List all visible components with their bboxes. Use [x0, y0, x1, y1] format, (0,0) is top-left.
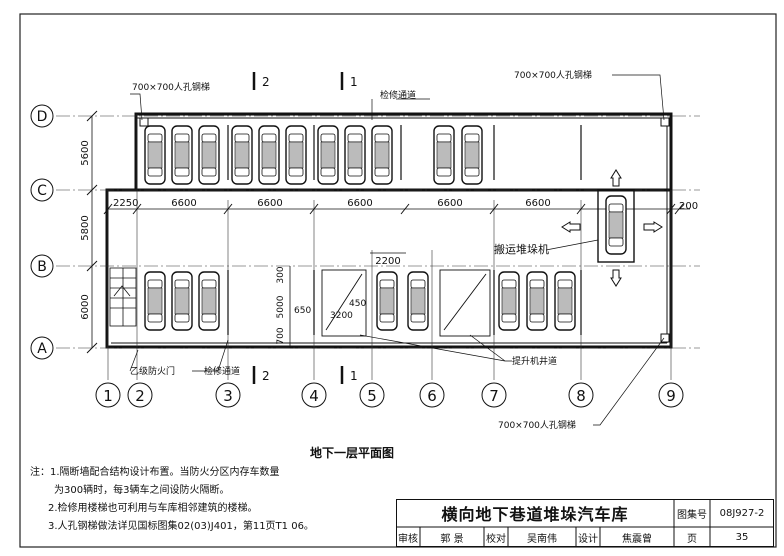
section-label: 2 [262, 369, 270, 383]
row-label: B [37, 259, 47, 275]
partition-walls [227, 125, 582, 335]
stair [109, 267, 137, 327]
dim-text: 2250 [113, 198, 138, 209]
note-line: 3.人孔钢梯做法详见国标图集02(03)J401，第11页T1 06。 [48, 521, 314, 532]
row-label: C [37, 183, 47, 199]
dim-text: 3200 [330, 311, 353, 321]
label-ladder: 700×700人孔钢梯 [132, 81, 210, 93]
dim-text: 200 [679, 201, 698, 212]
dim-text: 6600 [437, 198, 462, 209]
row-label: D [37, 109, 48, 125]
label-stacker: 搬运堆垛机 [494, 242, 549, 256]
page-number: 35 [735, 531, 749, 543]
row-label: A [37, 341, 47, 357]
label-ladder: 700×700人孔钢梯 [514, 69, 592, 81]
lift-shafts [321, 269, 491, 337]
dim-text: 5000 [276, 295, 286, 318]
horizontal-dimensions: 2250 6600 6600 6600 6600 6600 200 [103, 198, 698, 215]
checker-name: 吴南伟 [527, 533, 557, 545]
dim-text: 300 [276, 266, 286, 283]
grid-axis-lines [56, 115, 700, 349]
design-label: 设计 [578, 533, 598, 545]
row-bubble-b [30, 254, 54, 278]
manhole-ladders [139, 117, 670, 343]
dim-text: 6600 [257, 198, 282, 209]
label-ladder: 700×700人孔钢梯 [498, 419, 576, 431]
dim-text: 5800 [80, 215, 91, 240]
col-label: 5 [367, 387, 377, 405]
drawing-title: 地下一层平面图 [310, 446, 395, 460]
atlas-number: 08J927-2 [719, 507, 765, 519]
col-axis-labels: 1 2 3 4 5 6 7 8 9 [103, 387, 676, 405]
arrow-down-icon [610, 269, 622, 287]
arrow-left-icon [561, 221, 581, 233]
check-label: 校对 [486, 533, 506, 545]
label-lift-shaft: 提升机井道 [512, 355, 557, 367]
col-label: 2 [135, 387, 145, 405]
designer-name: 焦震曾 [622, 533, 652, 545]
note-line: 为300辆时，每3辆车之间设防火隔断。 [54, 485, 230, 496]
section-label: 1 [350, 75, 358, 89]
vertical-dimensions: 5600 5800 6000 [80, 110, 98, 354]
label-fire-door: 乙级防火门 [130, 365, 175, 377]
col-label: 1 [103, 387, 113, 405]
dim-text: 6600 [347, 198, 372, 209]
title-block-title: 横向地下巷道堆垛汽车库 [441, 505, 629, 524]
atlas-label: 图集号 [677, 509, 707, 521]
row-bubble-a [30, 336, 54, 360]
col-label: 7 [489, 387, 499, 405]
col-label: 4 [309, 387, 319, 405]
dim-text: 700 [276, 327, 286, 344]
page-label: 页 [687, 533, 697, 545]
col-label: 6 [427, 387, 437, 405]
section-marks [252, 72, 344, 384]
sheet-border [19, 13, 777, 548]
inner-dimensions: 2200 300 5000 700 650 450 3200 [276, 252, 406, 348]
section-label: 2 [262, 75, 270, 89]
dim-text: 6000 [80, 294, 91, 319]
col-label: 3 [223, 387, 233, 405]
review-label: 审核 [398, 533, 418, 545]
dim-text: 2200 [375, 256, 400, 267]
arrow-up-icon [610, 169, 622, 187]
col-axis-bubbles [95, 382, 684, 408]
note-line: 注：1.隔断墙配合结构设计布置。当防火分区内存车数量 [30, 467, 280, 478]
row-axis-bubbles: D C B A [30, 104, 54, 360]
dim-text: 6600 [171, 198, 196, 209]
dim-text: 650 [294, 306, 311, 316]
section-label: 1 [350, 369, 358, 383]
label-maint: 检修通道 [380, 89, 416, 101]
col-label: 9 [666, 387, 676, 405]
dim-text: 5600 [80, 140, 91, 165]
dim-text: 6600 [525, 198, 550, 209]
reviewer-name: 郭 景 [440, 533, 464, 545]
row-bubble-c [30, 178, 54, 202]
grid-axis-verticals [107, 114, 672, 380]
label-maint: 检修通道 [204, 365, 240, 377]
note-line: 2.检修用楼梯也可利用与车库相邻建筑的楼梯。 [48, 503, 258, 514]
arrow-right-icon [643, 221, 663, 233]
stacker-crane [597, 189, 635, 263]
row-bubble-d [30, 104, 54, 128]
leader-lines [129, 74, 665, 426]
col-label: 8 [576, 387, 586, 405]
dim-text: 450 [349, 299, 366, 309]
title-block: 横向地下巷道堆垛汽车库 图集号 08J927-2 审核 郭 景 校对 吴南伟 设… [396, 499, 774, 547]
arrows [561, 169, 663, 287]
